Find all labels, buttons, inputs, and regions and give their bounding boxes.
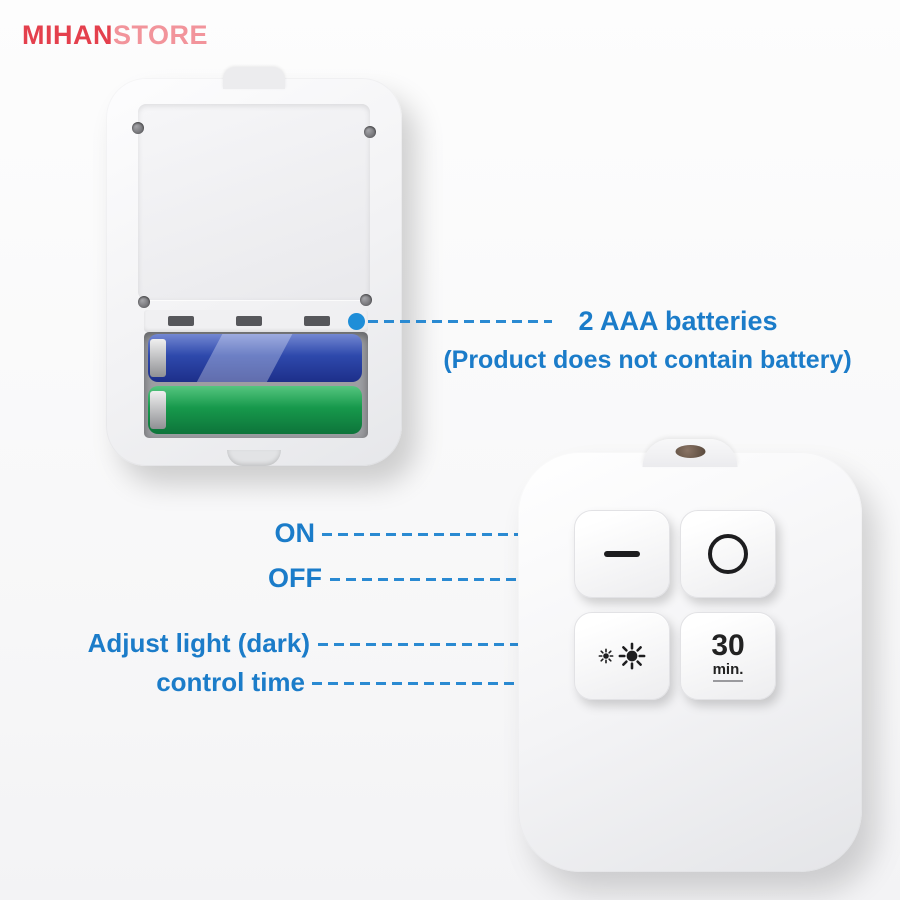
battery-holder-frame bbox=[144, 310, 368, 332]
screw-icon bbox=[132, 122, 144, 134]
timer-unit: min. bbox=[712, 661, 744, 682]
brightness-button bbox=[574, 612, 670, 700]
callout-dot bbox=[348, 313, 365, 330]
battery-cover-panel bbox=[138, 104, 370, 300]
aaa-battery-green bbox=[148, 386, 362, 434]
timer-value: 30 bbox=[711, 628, 745, 662]
off-button bbox=[680, 510, 776, 598]
sun-small-icon bbox=[598, 648, 614, 664]
cover-latch bbox=[227, 450, 281, 466]
timer-button: 30 min. bbox=[680, 612, 776, 700]
hanging-tab bbox=[223, 67, 285, 89]
on-label: ON bbox=[274, 518, 316, 548]
logo-text-mihan: MIHAN bbox=[22, 20, 113, 50]
remote-control: 30 min. bbox=[518, 439, 862, 872]
callout-line-batteries bbox=[368, 320, 552, 323]
screw-icon bbox=[364, 126, 376, 138]
callout-line-adjust bbox=[318, 643, 566, 646]
screw-icon bbox=[138, 296, 150, 308]
circle-icon bbox=[708, 534, 748, 574]
adjust-light-label: Adjust light (dark) bbox=[87, 628, 310, 658]
dash-icon bbox=[604, 551, 640, 557]
holder-slot bbox=[304, 316, 330, 326]
brightness-icons bbox=[598, 642, 646, 670]
on-button bbox=[574, 510, 670, 598]
battery-compartment bbox=[144, 332, 368, 438]
aaa-battery-blue bbox=[148, 334, 362, 382]
ir-sensor-icon bbox=[675, 445, 705, 458]
logo-text-store: STORE bbox=[113, 20, 209, 50]
store-logo: MIHANSTORE bbox=[22, 20, 208, 51]
battery-callout-note: (Product does not contain battery) bbox=[443, 346, 852, 374]
holder-slot bbox=[168, 316, 194, 326]
callout-line-off bbox=[330, 578, 642, 581]
screw-icon bbox=[360, 294, 372, 306]
holder-slot bbox=[236, 316, 262, 326]
off-label: OFF bbox=[268, 563, 322, 593]
light-unit-back bbox=[106, 67, 402, 466]
callout-line-on bbox=[322, 533, 600, 536]
callout-line-time bbox=[312, 682, 656, 685]
control-time-label: control time bbox=[156, 667, 305, 697]
sun-large-icon bbox=[618, 642, 646, 670]
battery-callout-title: 2 AAA batteries bbox=[578, 306, 778, 336]
remote-top-bump bbox=[642, 439, 738, 467]
